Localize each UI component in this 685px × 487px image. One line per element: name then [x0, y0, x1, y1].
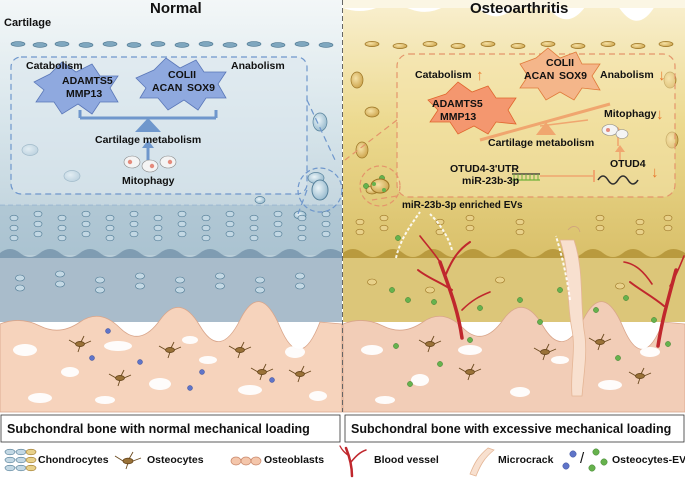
legend-osteocytes-icon: [114, 451, 142, 470]
oa-gene-sox9: SOX9: [559, 70, 588, 82]
caption-box-left: [0, 414, 341, 443]
normal-anabolism-label: Anabolism: [231, 60, 285, 72]
legend-osteocytes: Osteocytes: [147, 454, 204, 466]
oa-bubble: [344, 47, 676, 207]
blood-vessels: [417, 235, 685, 348]
normal-gene-mmp13: MMP13: [66, 88, 103, 100]
legend-chondrocytes-icon: [4, 448, 37, 472]
normal-mitophagy: Mitophagy: [122, 175, 175, 187]
mitophagy-down-arrow-icon: ↓: [656, 106, 664, 123]
oa-mitophagy: Mitophagy: [604, 108, 657, 120]
oa-evs: [363, 175, 671, 387]
ev-trajectories: [395, 211, 571, 301]
legend-osteoblasts-icon: [230, 456, 262, 466]
oa-evs-label: miR-23b-3p enriched EVs: [402, 200, 523, 211]
oa-otud4: OTUD4: [610, 158, 646, 170]
legend-separator: /: [580, 450, 585, 467]
anabolism-down-arrow-icon: ↓: [658, 67, 666, 84]
oa-column-cells: [355, 214, 673, 294]
caption-oa: Subchondral bone with excessive mechanic…: [351, 422, 672, 436]
legend-microcrack-icon: [469, 447, 495, 477]
legend-microcrack: Microcrack: [498, 454, 554, 466]
oa-gene-adamts5: ADAMTS5: [432, 98, 483, 110]
subchondral-bone: [0, 301, 685, 413]
caption-normal: Subchondral bone with normal mechanical …: [7, 422, 310, 436]
microcracks: [559, 226, 587, 397]
normal-cartilage-metabolism: Cartilage metabolism: [95, 134, 202, 146]
normal-column-cells: [9, 210, 331, 294]
rna-duplex-icon: [512, 173, 540, 181]
legend-chondrocytes: Chondrocytes: [38, 454, 109, 466]
catabolism-up-arrow-icon: ↑: [476, 67, 484, 84]
normal-gene-colii: COLII: [168, 69, 196, 81]
oa-catabolism-label: Catabolism: [415, 69, 472, 81]
legend-osteoblasts: Osteoblasts: [264, 454, 325, 466]
legend-osteocytes-evs: Osteocytes-EVs: [612, 454, 685, 466]
oa-header: Osteoarthritis: [470, 0, 569, 17]
osteocytes: [68, 333, 652, 387]
legend-evs-green-icon: [588, 448, 608, 472]
normal-bubble: [10, 56, 343, 215]
oa-cartilage-metabolism: Cartilage metabolism: [488, 137, 595, 149]
oa-binding-line-1: OTUD4-3'UTR: [450, 163, 519, 175]
normal-gene-acan: ACAN: [152, 82, 183, 94]
normal-gene-adamts5: ADAMTS5: [62, 75, 113, 87]
normal-header: Normal: [150, 0, 202, 17]
legend-evs-blue-icon: [562, 450, 577, 470]
cartilage-label: Cartilage: [4, 17, 52, 29]
oa-anabolism-label: Anabolism: [600, 69, 654, 81]
oa-gene-colii: COLII: [546, 57, 574, 69]
otud4-helix-icon: [597, 175, 639, 185]
legend-blood-vessel-icon: [339, 445, 367, 478]
normal-surface-cells: [10, 41, 334, 48]
legend-blood-vessel: Blood vessel: [374, 454, 439, 466]
normal-gene-sox9: SOX9: [187, 82, 216, 94]
normal-catabolism-label: Catabolism: [26, 60, 83, 72]
oa-gene-acan: ACAN: [524, 70, 555, 82]
caption-box-right: [344, 414, 685, 443]
normal-evs: [89, 328, 275, 391]
otud4-down-arrow-icon: ↓: [651, 164, 659, 181]
oa-gene-mmp13: MMP13: [440, 111, 477, 123]
oa-binding-line-2: miR-23b-3p: [462, 175, 520, 187]
